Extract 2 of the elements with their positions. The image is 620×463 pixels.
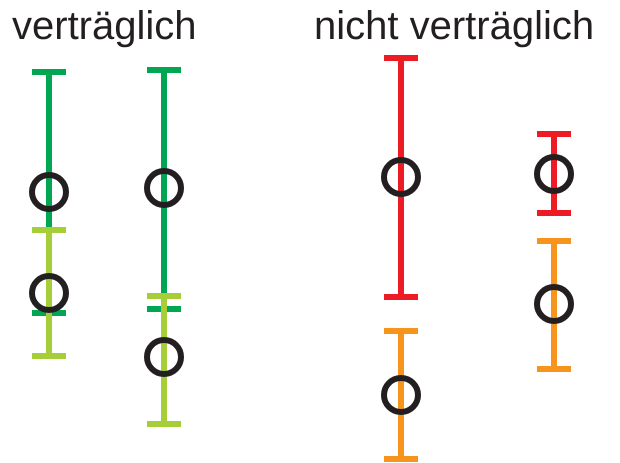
group-heading: nicht verträglich	[314, 4, 594, 48]
group-heading: verträglich	[12, 4, 197, 48]
